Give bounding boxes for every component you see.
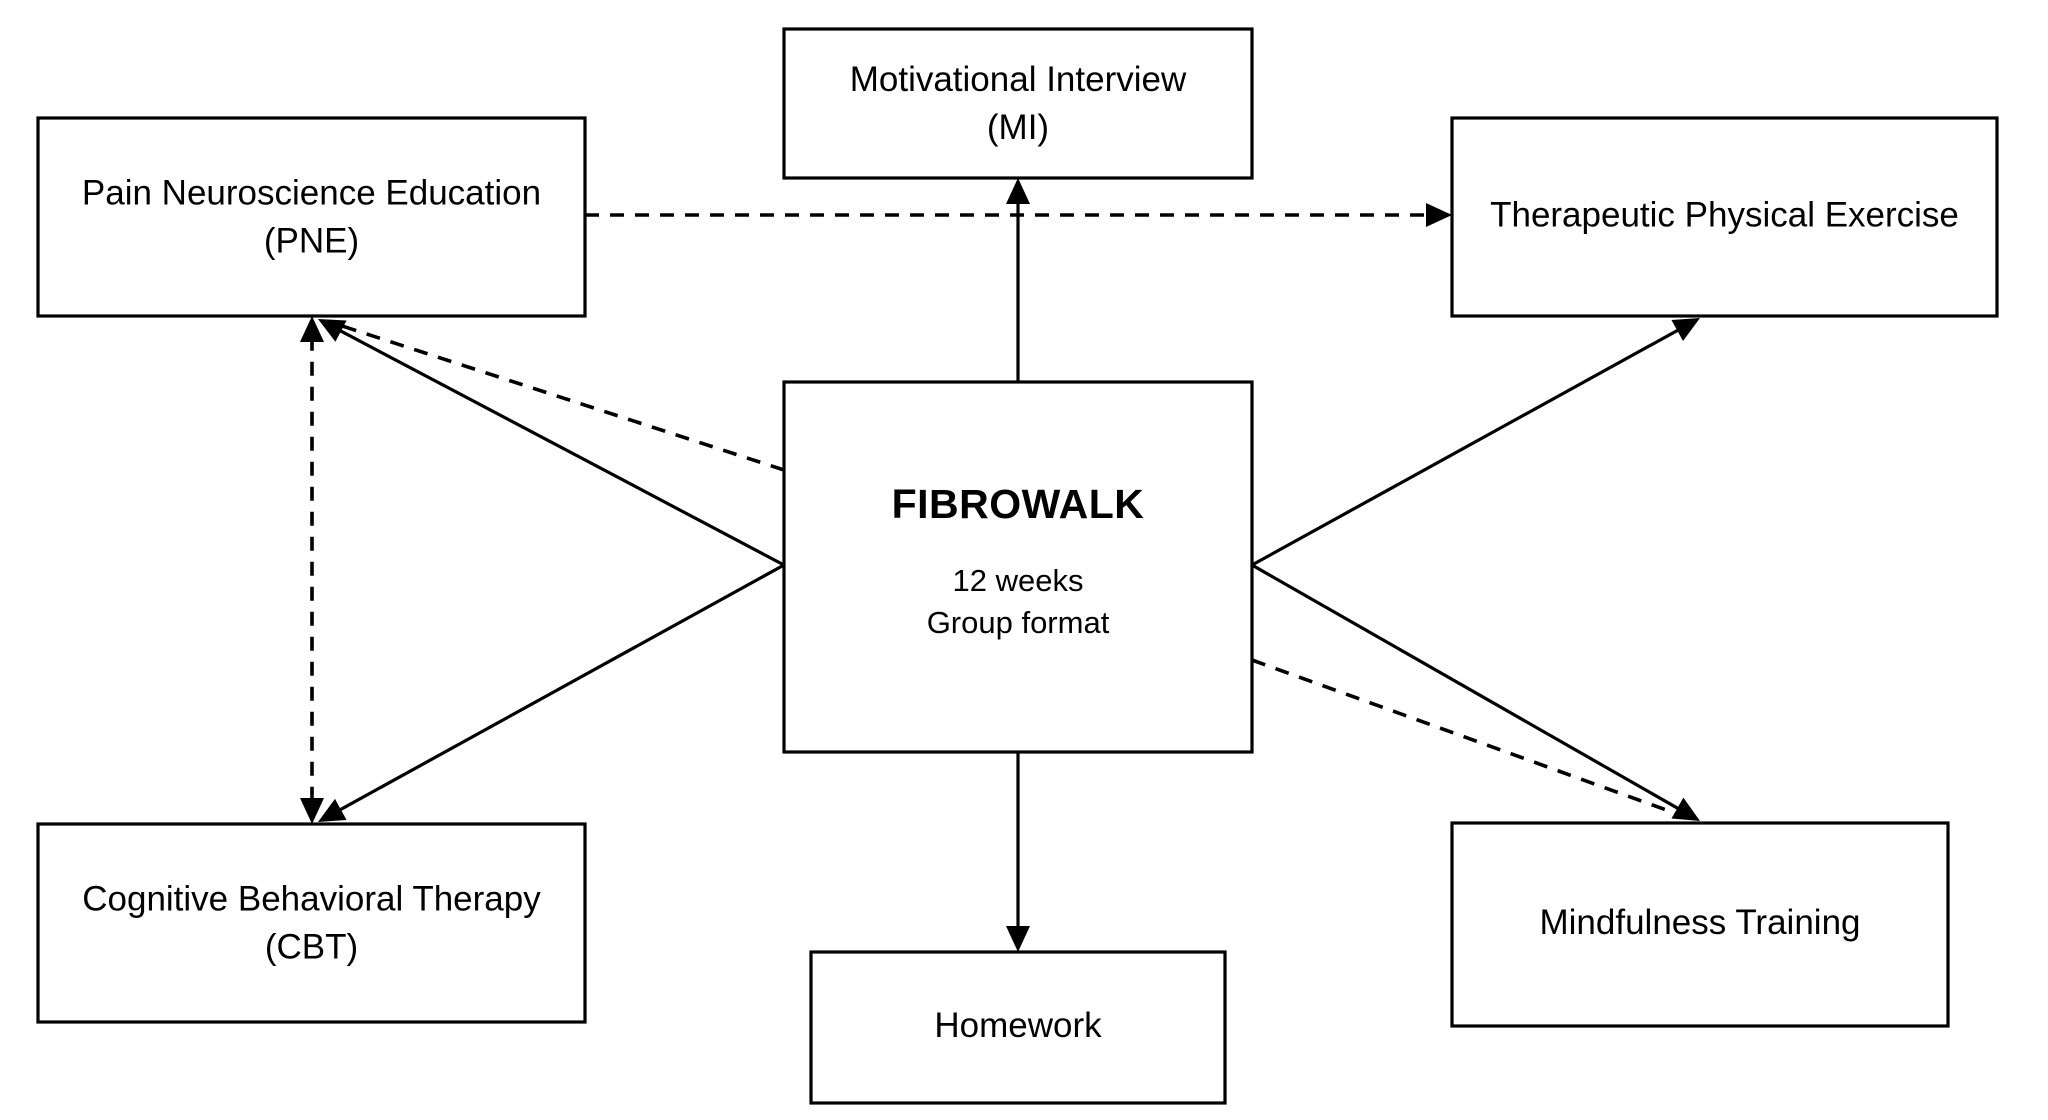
- node-mindfulness-training[interactable]: Mindfulness Training: [1450, 821, 1950, 1028]
- node-box-therapeutic-physical-exercise[interactable]: [1450, 116, 1999, 318]
- node-therapeutic-physical-exercise[interactable]: Therapeutic Physical Exercise: [1450, 116, 1999, 318]
- edge-fibrowalk-to-homework-arrowhead-end: [1006, 926, 1030, 952]
- node-title-cognitive-behavioral-therapy: Cognitive Behavioral Therapy: [82, 879, 541, 918]
- edge-fibrowalk-to-pne-solid-arrowhead-end: [318, 319, 347, 342]
- edge-fibrowalk-to-cbt-solid-line: [335, 563, 785, 814]
- node-box-cognitive-behavioral-therapy[interactable]: [36, 822, 587, 1024]
- node-cognitive-behavioral-therapy[interactable]: Cognitive Behavioral Therapy (CBT): [36, 822, 587, 1024]
- node-motivational-interview[interactable]: Motivational Interview (MI): [782, 27, 1254, 180]
- node-title-mindfulness-training: Mindfulness Training: [1540, 903, 1861, 942]
- edge-pne-to-cbt-bidirectional-dashed-arrowhead-start: [300, 316, 324, 342]
- edge-fibrowalk-to-therapeutic-physical-exercise-line: [1251, 326, 1683, 567]
- edge-fibrowalk-to-pne-dashed: [329, 320, 785, 472]
- node-title-motivational-interview: Motivational Interview: [850, 60, 1187, 99]
- edge-pne-to-cbt-bidirectional-dashed-arrowhead-end: [300, 798, 324, 824]
- edge-fibrowalk-to-pne-solid: [318, 319, 785, 567]
- edge-fibrowalk-to-cbt-solid: [318, 563, 785, 822]
- node-title-therapeutic-physical-exercise: Therapeutic Physical Exercise: [1490, 195, 1959, 234]
- edge-fibrowalk-to-homework: [1006, 752, 1030, 952]
- edge-fibrowalk-to-motivational-interview-arrowhead-end: [1006, 178, 1030, 204]
- node-box-pain-neuroscience-education[interactable]: [36, 116, 587, 318]
- node-pain-neuroscience-education[interactable]: Pain Neuroscience Education (PNE): [36, 116, 587, 318]
- edge-fibrowalk-to-motivational-interview: [1006, 178, 1030, 382]
- node-subtitle-pain-neuroscience-education: (PNE): [264, 221, 359, 260]
- node-title-pain-neuroscience-education: Pain Neuroscience Education: [82, 173, 541, 212]
- node-box-motivational-interview[interactable]: [782, 27, 1254, 180]
- node-box-fibrowalk-center[interactable]: [782, 380, 1254, 754]
- edge-fibrowalk-to-pne-dashed-line: [329, 320, 785, 472]
- edge-fibrowalk-to-therapeutic-physical-exercise: [1251, 318, 1700, 567]
- edge-pne-to-cbt-bidirectional-dashed: [300, 316, 324, 824]
- node-box-mindfulness-training[interactable]: [1450, 821, 1950, 1028]
- node-homework[interactable]: Homework: [809, 950, 1227, 1105]
- edges-layer: [300, 178, 1700, 952]
- node-title-homework: Homework: [934, 1006, 1102, 1045]
- edge-fibrowalk-to-mindfulness-solid: [1251, 563, 1700, 821]
- edge-pne-to-therapeutic-physical-exercise-arrowhead-end: [1426, 203, 1452, 227]
- node-subtitle-cognitive-behavioral-therapy: (CBT): [265, 927, 358, 966]
- node-title-fibrowalk-center: FIBROWALK: [892, 481, 1145, 527]
- node-sub1-fibrowalk-center: 12 weeks: [953, 563, 1084, 598]
- node-box-homework[interactable]: [809, 950, 1227, 1105]
- node-sub2-fibrowalk-center: Group format: [927, 605, 1110, 640]
- node-subtitle-motivational-interview: (MI): [987, 108, 1049, 147]
- edge-fibrowalk-to-therapeutic-physical-exercise-arrowhead-end: [1671, 318, 1700, 342]
- edge-pne-to-therapeutic-physical-exercise: [585, 203, 1452, 227]
- edge-fibrowalk-to-mindfulness-dashed: [1251, 658, 1695, 822]
- edge-fibrowalk-to-mindfulness-solid-line: [1251, 563, 1683, 813]
- edge-fibrowalk-to-pne-solid-line: [335, 327, 785, 567]
- nodes-layer: Pain Neuroscience Education (PNE) Motivati…: [36, 27, 1999, 1105]
- edge-fibrowalk-to-cbt-solid-arrowhead-end: [318, 798, 347, 822]
- edge-fibrowalk-to-mindfulness-dashed-line: [1251, 658, 1695, 822]
